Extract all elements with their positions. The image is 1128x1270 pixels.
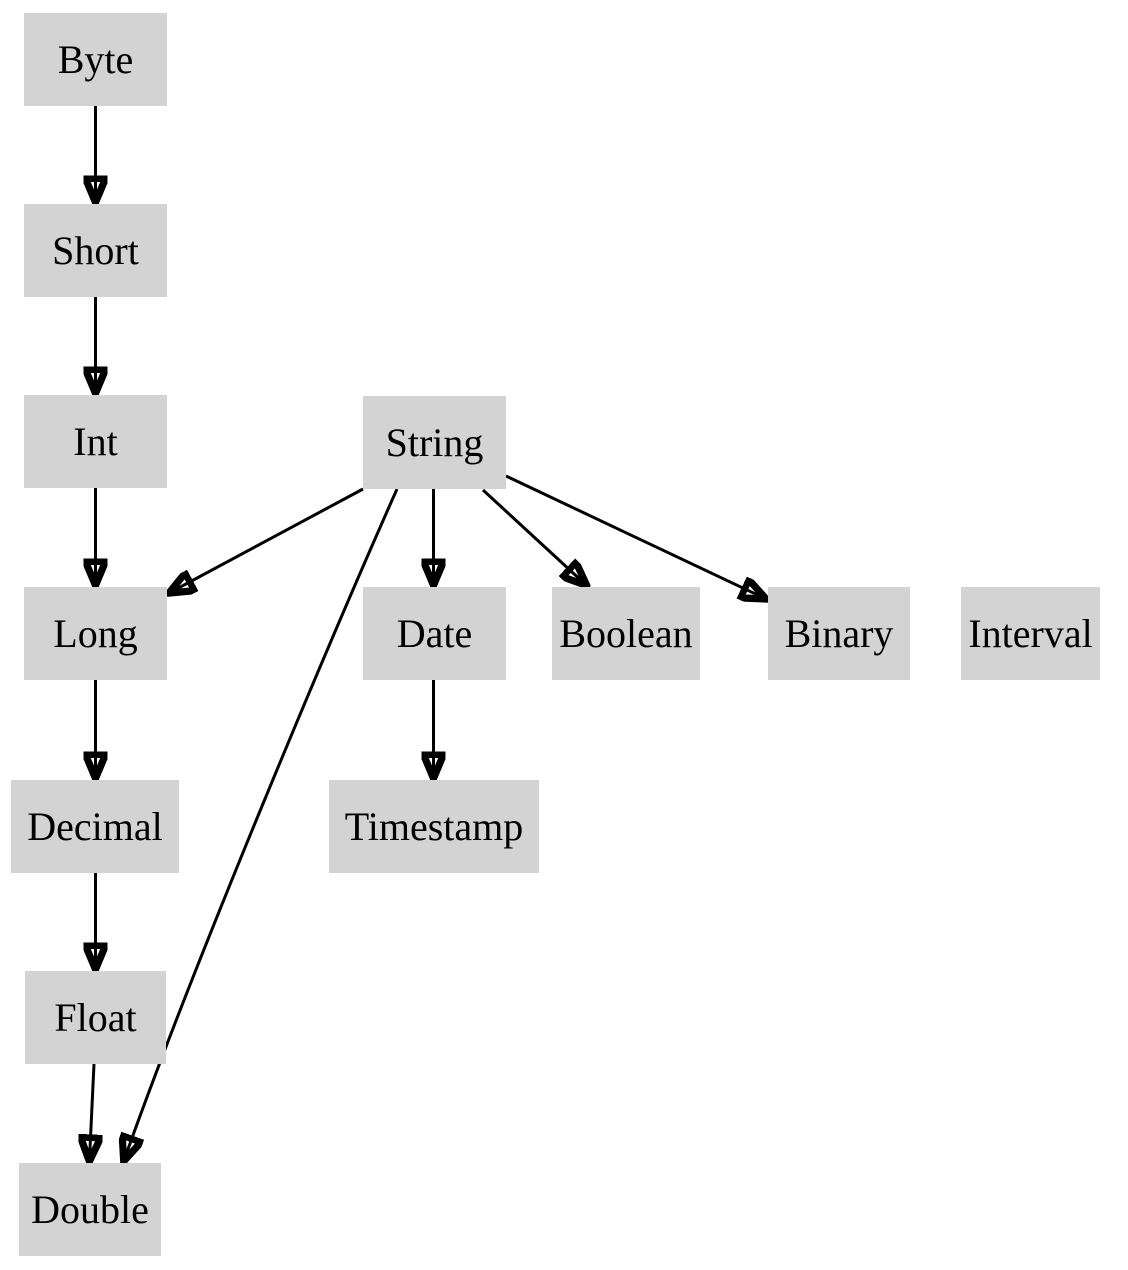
- node-boolean: Boolean: [552, 587, 700, 680]
- node-interval-label: Interval: [968, 610, 1093, 656]
- node-long-label: Long: [53, 610, 138, 656]
- node-string: String: [363, 396, 506, 489]
- node-decimal: Decimal: [11, 780, 179, 873]
- node-binary: Binary: [768, 587, 910, 680]
- node-float: Float: [25, 971, 166, 1064]
- node-int: Int: [24, 395, 167, 488]
- node-float-label: Float: [54, 994, 137, 1040]
- edge-string-double: [125, 488, 399, 1159]
- node-boolean-label: Boolean: [559, 610, 693, 656]
- node-double-label: Double: [31, 1186, 149, 1232]
- node-decimal-label: Decimal: [27, 803, 163, 849]
- edge-string-long: [171, 487, 364, 592]
- node-date: Date: [363, 587, 506, 680]
- node-double: Double: [19, 1163, 161, 1256]
- node-string-label: String: [385, 419, 484, 465]
- node-short: Short: [24, 204, 167, 297]
- edge-string-boolean: [481, 488, 585, 584]
- node-interval: Interval: [961, 587, 1100, 680]
- edge-float-double: [90, 1063, 95, 1159]
- node-timestamp-label: Timestamp: [344, 803, 524, 849]
- node-long: Long: [24, 587, 167, 680]
- node-short-label: Short: [52, 227, 139, 273]
- node-byte: Byte: [24, 13, 167, 106]
- node-date-label: Date: [396, 610, 473, 656]
- edge-string-binary: [505, 474, 764, 598]
- node-byte-label: Byte: [57, 36, 134, 82]
- node-timestamp: Timestamp: [329, 780, 539, 873]
- node-int-label: Int: [73, 418, 118, 464]
- node-binary-label: Binary: [784, 610, 894, 656]
